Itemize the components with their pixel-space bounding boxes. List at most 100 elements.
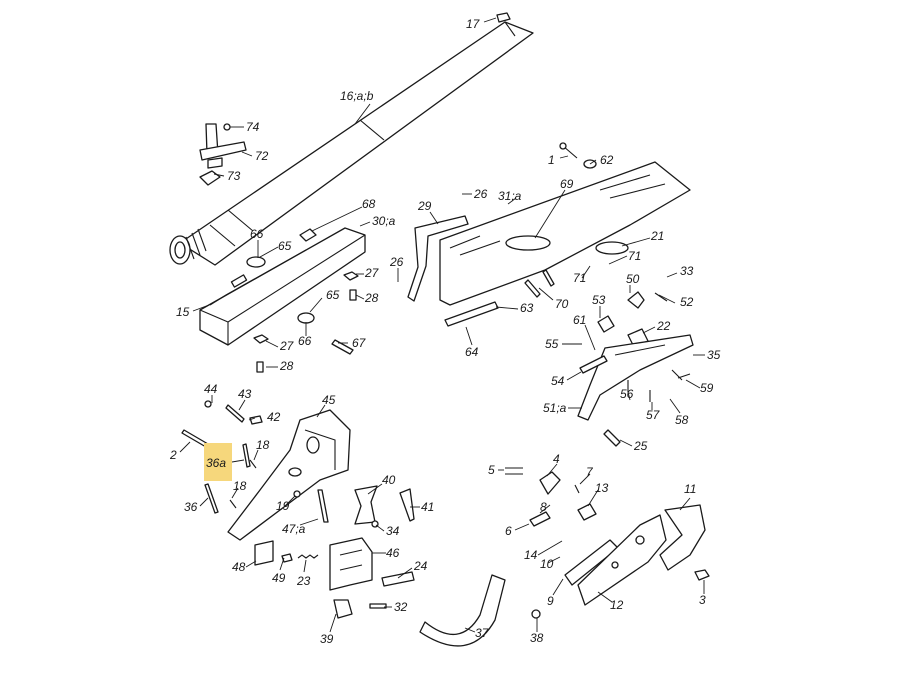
part-41-spring <box>399 488 415 522</box>
part-12-sideplate <box>577 514 667 606</box>
label-49: 49 <box>272 571 286 585</box>
part-44-screw <box>204 400 212 408</box>
part-7-screw <box>574 484 580 494</box>
label-57: 57 <box>646 408 661 422</box>
part-45-receiver <box>227 409 351 541</box>
part-65-escutcheon <box>246 256 315 324</box>
label-67: 67 <box>352 336 367 350</box>
label-18b: 18 <box>233 479 247 493</box>
part-39-lever <box>333 599 353 619</box>
part-29-upper-tang <box>407 215 469 302</box>
part-17-front-sight <box>496 12 511 23</box>
label-63: 63 <box>520 301 534 315</box>
label-1: 1 <box>548 153 555 167</box>
part-47-lever <box>317 489 329 523</box>
label-5: 5 <box>488 463 495 477</box>
label-6: 6 <box>505 524 512 538</box>
part-42-screw <box>249 415 263 425</box>
part-63-strip <box>444 301 499 327</box>
label-29: 29 <box>417 199 432 213</box>
label-27a: 27 <box>364 266 380 280</box>
label-52: 52 <box>680 295 694 309</box>
label-31: 31;a <box>498 189 522 203</box>
label-32: 32 <box>394 600 408 614</box>
label-18a: 18 <box>256 438 270 452</box>
label-19: 19 <box>276 499 290 513</box>
label-36: 36 <box>184 500 198 514</box>
part-28-screw <box>256 289 357 373</box>
label-35: 35 <box>707 348 721 362</box>
label-45: 45 <box>322 393 336 407</box>
part-16-barrel <box>179 21 534 266</box>
part-16-barrel-muzzle <box>169 228 207 265</box>
label-38: 38 <box>530 631 544 645</box>
label-41: 41 <box>421 500 434 514</box>
part-51-lower-tang <box>577 334 694 421</box>
label-65b: 65 <box>326 288 340 302</box>
part-15-forend <box>199 227 366 346</box>
label-28b: 28 <box>279 359 294 373</box>
label-17: 17 <box>466 17 481 31</box>
label-28a: 28 <box>364 291 379 305</box>
part-50-trigger <box>597 291 668 333</box>
label-68: 68 <box>362 197 376 211</box>
part-6-spring <box>529 511 551 527</box>
part-46-carrier <box>329 537 373 591</box>
label-54: 54 <box>551 374 565 388</box>
part-24-plate <box>381 571 415 587</box>
label-16: 16;a;b <box>340 89 374 103</box>
label-10: 10 <box>540 557 554 571</box>
part-67-pin <box>331 339 354 355</box>
label-21: 21 <box>650 229 664 243</box>
label-23: 23 <box>296 574 311 588</box>
part-11-hammer <box>659 504 706 571</box>
callout-labels: 17 16;a;b 74 72 73 1 62 26 31;a 69 68 30… <box>169 17 721 646</box>
part-21-cap <box>595 241 629 255</box>
part-23-spring <box>297 554 319 559</box>
label-26a: 26 <box>473 187 488 201</box>
part-32-pin <box>369 603 387 609</box>
label-36a: 36a <box>206 456 226 470</box>
label-65a: 65 <box>278 239 292 253</box>
label-36a-highlight <box>204 443 232 481</box>
part-36a-pin <box>242 443 251 468</box>
label-44: 44 <box>204 382 218 396</box>
label-12: 12 <box>610 598 624 612</box>
label-66a: 66 <box>250 227 264 241</box>
part-36-pin <box>204 483 219 514</box>
label-48: 48 <box>232 560 246 574</box>
part-4-hammer <box>539 471 561 495</box>
part-3-screw <box>694 569 710 581</box>
part-31-stock <box>439 161 691 306</box>
part-25-screw <box>603 429 621 447</box>
label-72: 72 <box>255 149 269 163</box>
part-56-pin <box>627 369 691 402</box>
label-4: 4 <box>553 452 560 466</box>
label-47: 47;a <box>282 522 306 536</box>
label-66b: 66 <box>298 334 312 348</box>
label-25: 25 <box>633 439 648 453</box>
label-62: 62 <box>600 153 614 167</box>
label-33: 33 <box>680 264 694 278</box>
part-48-block <box>254 540 274 566</box>
part-5-pin <box>505 467 523 475</box>
label-9: 9 <box>547 594 554 608</box>
part-18-pin <box>229 459 257 509</box>
label-64: 64 <box>465 345 479 359</box>
label-59: 59 <box>700 381 714 395</box>
label-50: 50 <box>626 272 640 286</box>
label-43: 43 <box>238 387 252 401</box>
label-61: 61 <box>573 313 586 327</box>
label-24: 24 <box>413 559 428 573</box>
label-7: 7 <box>586 465 594 479</box>
part-70-pin <box>524 269 555 298</box>
part-37-loading-lever <box>419 574 506 647</box>
label-22: 22 <box>656 319 671 333</box>
label-55: 55 <box>545 337 559 351</box>
label-37: 37 <box>475 626 490 640</box>
label-26b: 26 <box>389 255 404 269</box>
label-14: 14 <box>524 548 538 562</box>
label-40: 40 <box>382 473 396 487</box>
label-2: 2 <box>169 448 177 462</box>
